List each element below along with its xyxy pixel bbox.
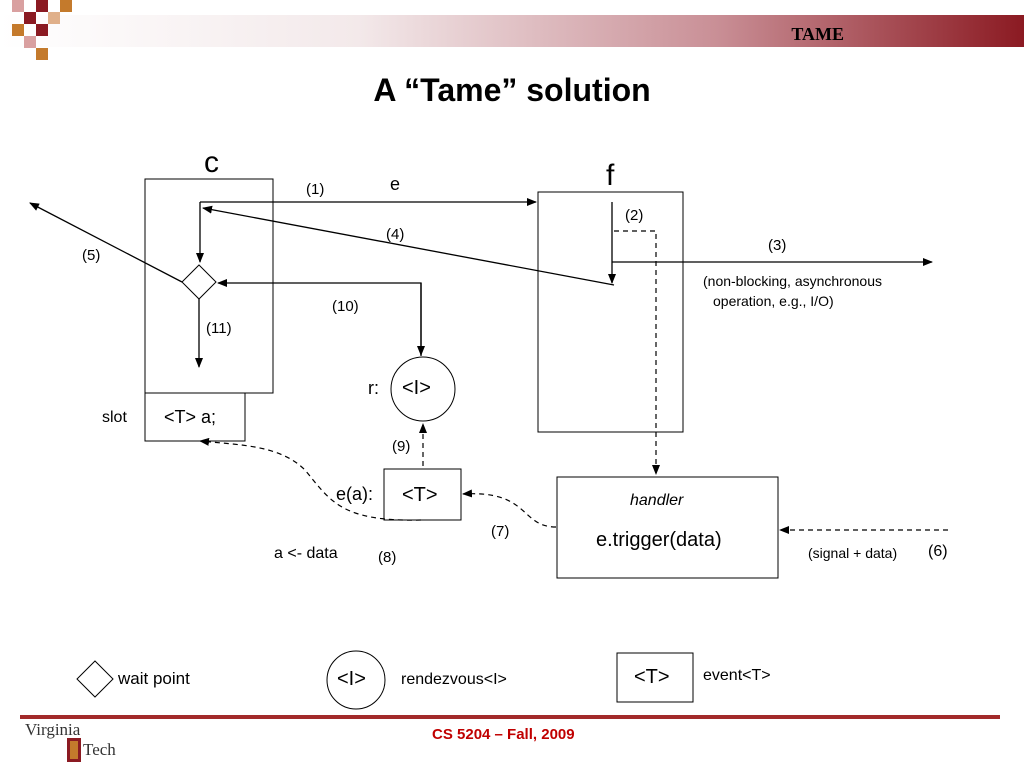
legend-event-symbol: <T> — [634, 666, 670, 688]
arrow-step-8 — [199, 437, 422, 521]
legend-rendezvous-label: rendezvous<I> — [401, 671, 507, 688]
step-9-label: (9) — [392, 438, 411, 455]
legend-wait-point-label: wait point — [118, 669, 190, 688]
arrow-step-7 — [462, 489, 557, 528]
step-5-label: (5) — [82, 247, 101, 264]
arrow-step-5 — [29, 202, 183, 283]
slide-title: A “Tame” solution — [373, 72, 651, 108]
step-1-label: (1) — [306, 181, 325, 198]
handler-call: e.trigger(data) — [596, 529, 722, 551]
coroutine-c-label: c — [204, 146, 219, 179]
step-4-label: (4) — [386, 226, 405, 243]
arrow-step-4 — [202, 205, 615, 286]
arrow-step-10 — [217, 279, 422, 356]
footer-course: CS 5204 – Fall, 2009 — [432, 726, 575, 743]
rendezvous-prefix: r: — [368, 378, 379, 398]
nonblocking-note-line1: (non-blocking, asynchronous — [703, 273, 882, 289]
step-10-label: (10) — [332, 298, 359, 315]
step-7-label: (7) — [491, 523, 510, 540]
assign-label: a <- data — [274, 545, 338, 562]
event-var-label: e — [390, 174, 401, 194]
step-8-label: (8) — [378, 549, 397, 566]
step-11-label: (11) — [206, 320, 232, 337]
wait-point-diamond — [181, 264, 217, 300]
coroutine-f-box — [537, 191, 684, 433]
dashed-f-to-handler — [614, 230, 660, 475]
handler-box — [556, 476, 779, 579]
step-3-label: (3) — [768, 237, 787, 254]
legend-diamond — [76, 660, 114, 698]
header-title: TAME — [791, 24, 844, 44]
slot-value: <T> a; — [164, 407, 217, 427]
slot-box — [144, 392, 246, 442]
virginia-tech-logo: Virginia Tech — [25, 720, 140, 766]
step-2-label: (2) — [625, 207, 644, 224]
event-value: <T> — [402, 484, 438, 506]
coroutine-f-label: f — [606, 159, 615, 192]
event-box — [383, 468, 462, 521]
step-6-label: (6) — [928, 543, 948, 560]
logo-line1: Virginia — [25, 720, 81, 739]
footer-divider — [20, 715, 1000, 719]
corner-logo — [12, 0, 72, 60]
rendezvous-circle — [390, 356, 456, 422]
legend-rendezvous-symbol: <I> — [337, 668, 366, 690]
slot-label: slot — [102, 409, 127, 426]
header-bar — [0, 15, 1024, 47]
legend-event-label: event<T> — [703, 667, 771, 684]
signal-label: (signal + data) — [808, 545, 898, 561]
legend-rendezvous-circle — [326, 650, 386, 710]
event-prefix: e(a): — [336, 484, 374, 504]
rendezvous-value: <I> — [402, 377, 431, 399]
nonblocking-note-line2: operation, e.g., I/O) — [713, 293, 834, 309]
handler-title: handler — [630, 492, 684, 509]
logo-line2: Tech — [83, 740, 116, 759]
legend-event-box — [616, 652, 694, 703]
